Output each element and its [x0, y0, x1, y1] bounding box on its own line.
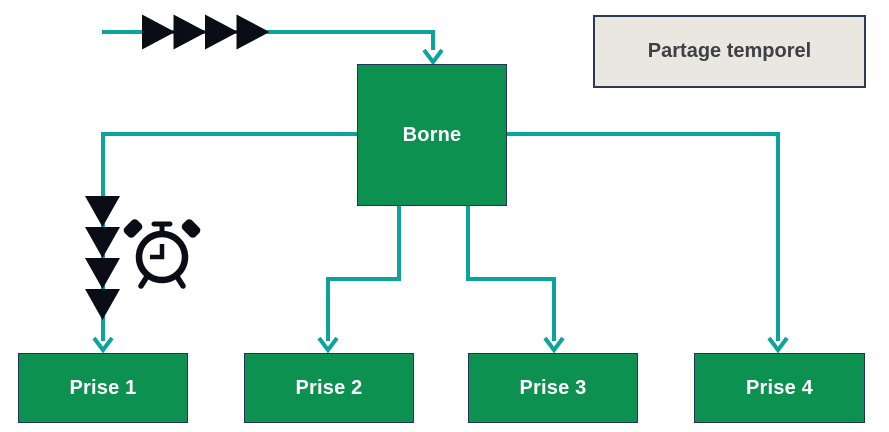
node-prise4: Prise 4 [694, 353, 865, 423]
node-prise3-label: Prise 3 [519, 376, 587, 399]
triangle-right-icon [236, 14, 270, 50]
triangle-down-icon [85, 227, 120, 258]
alarm-clock-icon [123, 219, 201, 289]
node-prise2: Prise 2 [244, 353, 414, 423]
node-prise2-label: Prise 2 [295, 376, 363, 399]
connector-borne-to-prise4 [507, 132, 789, 354]
node-prise1-label: Prise 1 [69, 376, 137, 399]
node-prise3: Prise 3 [468, 353, 638, 423]
triangle-down-icon-group [85, 196, 120, 320]
node-prise4-label: Prise 4 [745, 376, 813, 399]
triangle-right-icon-group [142, 14, 270, 50]
triangle-right-icon [173, 14, 207, 50]
connector-borne-to-prise3 [466, 206, 565, 354]
triangle-down-icon [85, 289, 120, 320]
triangle-right-icon [205, 14, 238, 50]
legend-label: Partage temporel [647, 40, 812, 62]
node-borne: Borne [357, 64, 507, 206]
node-borne-label: Borne [402, 123, 462, 146]
legend-partage-temporel: Partage temporel [593, 15, 866, 88]
triangle-right-icon [142, 14, 175, 50]
triangle-down-icon [85, 196, 120, 227]
node-prise1: Prise 1 [18, 353, 188, 423]
connector-borne-to-prise1 [92, 132, 357, 354]
connector-borne-to-prise2 [317, 206, 401, 354]
triangle-down-icon [85, 258, 120, 289]
